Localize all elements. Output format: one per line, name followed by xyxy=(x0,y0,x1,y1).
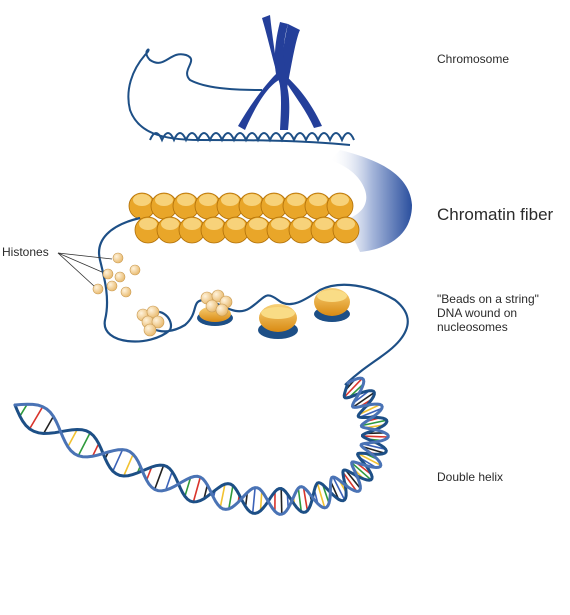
base-pair xyxy=(358,403,381,416)
base-pair xyxy=(361,445,385,454)
looped-coil xyxy=(149,132,355,143)
base-pair xyxy=(321,484,330,504)
base-pair xyxy=(67,429,78,448)
double-helix xyxy=(13,376,390,516)
base-pair xyxy=(344,469,362,490)
base-pair xyxy=(192,476,202,503)
base-pair xyxy=(42,416,55,434)
fiber-nucleosome xyxy=(310,216,338,244)
fiber-nucleosome xyxy=(150,192,178,220)
base-pair xyxy=(28,406,44,430)
base-pair xyxy=(343,377,363,398)
chromosome-dna-thread xyxy=(127,48,351,146)
base-pair xyxy=(122,453,134,477)
fiber-nucleosome xyxy=(200,216,228,244)
fiber-nucleosome xyxy=(156,216,184,244)
base-pair xyxy=(362,435,389,438)
fiber-nucleosome xyxy=(266,216,294,244)
dna-backbone-strand xyxy=(13,376,390,516)
base-pair xyxy=(184,477,192,497)
fiber-nucleosome xyxy=(178,216,206,244)
base-pair xyxy=(219,483,226,508)
chromatin-fiber-label: Chromatin fiber xyxy=(437,205,554,224)
base-pair xyxy=(359,407,383,419)
base-pair xyxy=(351,462,372,481)
base-pair xyxy=(297,488,303,512)
fiber-nucleosome xyxy=(282,192,310,220)
histones-pointer-lines xyxy=(57,252,113,287)
beads-label-line1: "Beads on a string" xyxy=(437,292,539,306)
chromosome-icon xyxy=(238,15,322,130)
chromatin-fiber xyxy=(128,192,360,244)
base-pair xyxy=(316,482,326,509)
nucleosome-bead xyxy=(258,304,298,339)
histones-label: Histones xyxy=(2,245,49,259)
base-pair xyxy=(145,466,153,481)
base-pair xyxy=(203,484,209,499)
base-pair xyxy=(342,471,358,492)
fiber-nucleosome xyxy=(222,216,250,244)
beads-label-line2: DNA wound on xyxy=(437,306,518,320)
beads-label-line3: nucleosomes xyxy=(437,320,508,334)
fiber-nucleosome xyxy=(172,192,200,220)
base-pair xyxy=(228,485,234,510)
fiber-nucleosome xyxy=(332,216,360,244)
base-pair xyxy=(153,465,165,490)
base-pair xyxy=(19,403,28,417)
base-pair xyxy=(259,491,263,511)
histone-cluster xyxy=(200,289,233,317)
double-helix-label: Double helix xyxy=(437,470,504,484)
fiber-nucleosome xyxy=(288,216,316,244)
base-pair xyxy=(361,419,387,427)
base-pair xyxy=(280,488,283,515)
free-histones xyxy=(92,252,141,298)
base-pair xyxy=(332,476,346,501)
base-pair xyxy=(302,487,309,511)
base-pair xyxy=(112,449,124,472)
base-pair xyxy=(91,443,100,457)
fiber-nucleosome xyxy=(260,192,288,220)
beads-on-string-label: "Beads on a string" DNA wound on nucleos… xyxy=(437,292,567,334)
base-pair xyxy=(352,391,375,408)
base-pair xyxy=(164,471,173,491)
fiber-nucleosome xyxy=(326,192,354,220)
chromosome-label: Chromosome xyxy=(437,52,510,66)
base-pair xyxy=(357,452,382,467)
base-pair xyxy=(329,481,340,500)
nucleosome-bead xyxy=(314,288,350,322)
base-pair xyxy=(251,487,256,514)
fiber-nucleosome xyxy=(128,192,156,220)
histone-cluster xyxy=(136,305,165,337)
base-pair xyxy=(77,432,91,457)
